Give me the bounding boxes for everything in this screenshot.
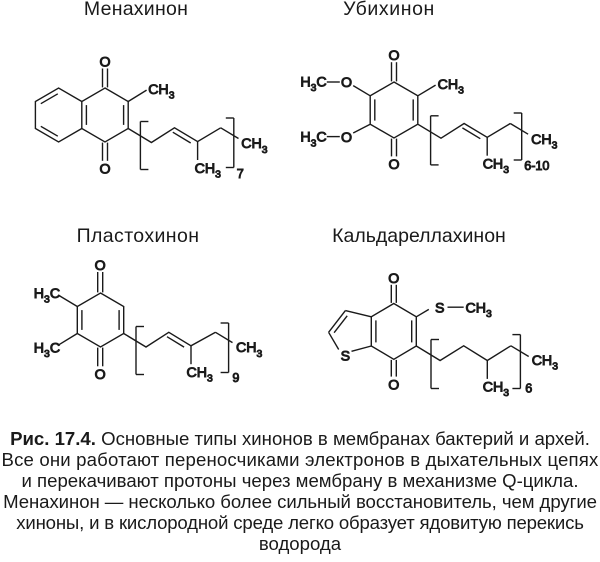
- svg-text:H3C: H3C: [300, 130, 326, 150]
- svg-text:9: 9: [232, 371, 239, 385]
- svg-text:O: O: [95, 367, 106, 383]
- svg-text:CH3: CH3: [241, 136, 267, 156]
- svg-text:6-10: 6-10: [524, 159, 549, 173]
- svg-text:O: O: [99, 55, 110, 71]
- svg-text:CH3: CH3: [438, 77, 465, 97]
- svg-text:CH3: CH3: [236, 340, 263, 360]
- svg-text:CH3: CH3: [483, 380, 510, 400]
- svg-text:CH3: CH3: [466, 300, 493, 320]
- svg-text:7: 7: [237, 167, 244, 181]
- svg-text:O: O: [388, 271, 399, 287]
- svg-text:H3C: H3C: [34, 340, 60, 360]
- svg-text:O: O: [388, 48, 399, 64]
- svg-text:CH3: CH3: [483, 157, 510, 177]
- svg-text:O: O: [341, 130, 352, 146]
- svg-text:CH3: CH3: [531, 132, 558, 152]
- svg-text:O: O: [341, 75, 352, 91]
- svg-text:CH3: CH3: [187, 365, 214, 385]
- svg-text:O: O: [388, 157, 399, 173]
- svg-text:S: S: [341, 348, 350, 364]
- svg-text:CH3: CH3: [195, 161, 222, 181]
- svg-text:6: 6: [525, 382, 532, 396]
- svg-text:CH3: CH3: [532, 353, 559, 373]
- svg-text:O: O: [99, 162, 110, 178]
- svg-text:S: S: [435, 300, 444, 316]
- svg-text:CH3: CH3: [148, 82, 175, 102]
- svg-text:H3C: H3C: [300, 75, 326, 95]
- svg-text:O: O: [95, 258, 106, 274]
- svg-text:O: O: [388, 377, 399, 393]
- svg-text:H3C: H3C: [34, 286, 60, 306]
